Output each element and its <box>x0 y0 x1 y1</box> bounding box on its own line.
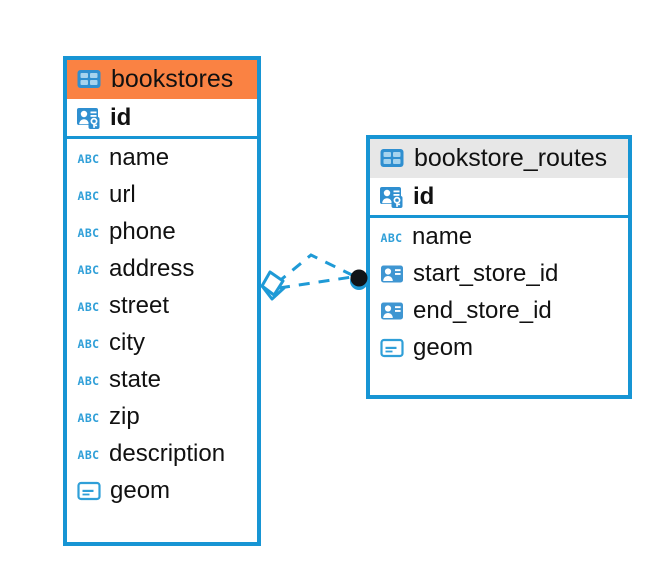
relationship-line-arc <box>276 253 353 285</box>
svg-text:ABC: ABC <box>78 448 100 462</box>
field-label: address <box>109 255 195 282</box>
table-icon <box>76 66 102 92</box>
field-label: street <box>109 292 170 319</box>
svg-text:ABC: ABC <box>78 189 100 203</box>
field-row[interactable]: ABC address <box>67 250 257 287</box>
entity-table-bookstores[interactable]: bookstores <box>63 56 261 546</box>
svg-text:ABC: ABC <box>78 263 100 277</box>
svg-text:ABC: ABC <box>78 300 100 314</box>
field-label: description <box>109 440 226 467</box>
field-label: geom <box>413 334 474 361</box>
field-label: geom <box>110 477 171 504</box>
abc-text-icon: ABC <box>76 443 101 465</box>
abc-text-icon: ABC <box>76 332 101 354</box>
abc-text-icon: ABC <box>379 226 404 248</box>
field-label: name <box>412 223 473 250</box>
field-label: zip <box>109 403 140 430</box>
field-row[interactable]: geom <box>67 472 257 509</box>
field-row[interactable]: ABC city <box>67 324 257 361</box>
field-label: state <box>109 366 162 393</box>
foreign-key-icon <box>379 261 405 287</box>
field-row[interactable]: ABC name <box>67 139 257 176</box>
svg-text:ABC: ABC <box>78 152 100 166</box>
field-row[interactable]: id <box>370 178 628 218</box>
abc-text-icon: ABC <box>76 258 101 280</box>
geometry-icon <box>76 478 102 504</box>
foreign-key-icon <box>379 298 405 324</box>
primary-key-icon <box>379 184 405 210</box>
entity-title: bookstores <box>111 65 234 93</box>
entity-header-bookstore-routes[interactable]: bookstore_routes <box>370 139 628 178</box>
field-label: name <box>109 144 170 171</box>
abc-text-icon: ABC <box>76 147 101 169</box>
field-label: end_store_id <box>413 297 552 324</box>
table-icon <box>379 145 405 171</box>
entity-header-bookstores[interactable]: bookstores <box>67 60 257 99</box>
entity-title: bookstore_routes <box>414 144 608 172</box>
field-label: city <box>109 329 145 356</box>
field-label: start_store_id <box>413 260 559 287</box>
field-label: id <box>110 104 132 131</box>
abc-text-icon: ABC <box>76 221 101 243</box>
field-label: id <box>413 183 435 210</box>
field-row[interactable]: ABC name <box>370 218 628 255</box>
abc-text-icon: ABC <box>76 369 101 391</box>
abc-text-icon: ABC <box>76 184 101 206</box>
relationship-line-straight <box>278 275 353 290</box>
svg-text:ABC: ABC <box>78 226 100 240</box>
field-label: url <box>109 181 136 208</box>
field-row[interactable]: ABC zip <box>67 398 257 435</box>
field-row[interactable]: ABC street <box>67 287 257 324</box>
abc-text-icon: ABC <box>76 406 101 428</box>
abc-text-icon: ABC <box>76 295 101 317</box>
field-row[interactable]: start_store_id <box>370 255 628 292</box>
field-row[interactable]: id <box>67 99 257 139</box>
diamond-marker <box>260 270 286 301</box>
field-row[interactable]: geom <box>370 329 628 366</box>
field-row[interactable]: ABC description <box>67 435 257 472</box>
field-list-bookstores: id ABC name ABC url <box>67 99 257 509</box>
entity-table-bookstore-routes[interactable]: bookstore_routes <box>366 135 632 399</box>
field-row[interactable]: ABC url <box>67 176 257 213</box>
svg-text:ABC: ABC <box>78 337 100 351</box>
svg-text:ABC: ABC <box>381 231 403 245</box>
geometry-icon <box>379 335 405 361</box>
primary-key-icon <box>76 105 102 131</box>
field-row[interactable]: end_store_id <box>370 292 628 329</box>
field-row[interactable]: ABC phone <box>67 213 257 250</box>
field-list-bookstore-routes: id ABC name <box>370 178 628 366</box>
field-row[interactable]: ABC state <box>67 361 257 398</box>
svg-text:ABC: ABC <box>78 374 100 388</box>
field-label: phone <box>109 218 176 245</box>
svg-text:ABC: ABC <box>78 411 100 425</box>
